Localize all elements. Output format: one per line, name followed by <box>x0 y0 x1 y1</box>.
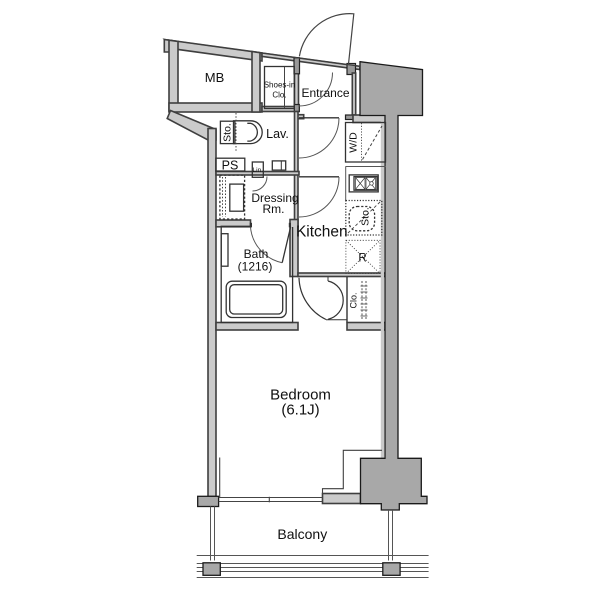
svg-text:Clo.: Clo. <box>349 292 359 308</box>
svg-text:Sto.: Sto. <box>222 123 234 142</box>
svg-text:Dressing: Dressing <box>251 191 298 205</box>
svg-text:R: R <box>358 253 366 265</box>
svg-text:Entrance: Entrance <box>301 86 349 100</box>
svg-text:Clo.: Clo. <box>272 91 286 100</box>
svg-text:(6.1J): (6.1J) <box>281 402 319 419</box>
svg-text:Lav.: Lav. <box>266 127 289 141</box>
svg-text:Balcony: Balcony <box>277 526 327 542</box>
svg-text:Rm.: Rm. <box>263 202 285 216</box>
svg-text:Bedroom: Bedroom <box>270 387 331 404</box>
svg-text:(1216): (1216) <box>238 260 273 274</box>
svg-text:Sto.: Sto. <box>360 207 372 226</box>
svg-text:W/D: W/D <box>348 132 360 153</box>
svg-text:MB: MB <box>205 70 225 85</box>
svg-text:Bath: Bath <box>244 247 269 261</box>
svg-text:Kitchen: Kitchen <box>296 224 348 241</box>
svg-text:Shoes-in: Shoes-in <box>264 81 296 90</box>
svg-text:Lin.: Lin. <box>253 167 264 174</box>
svg-text:PS: PS <box>222 159 239 173</box>
